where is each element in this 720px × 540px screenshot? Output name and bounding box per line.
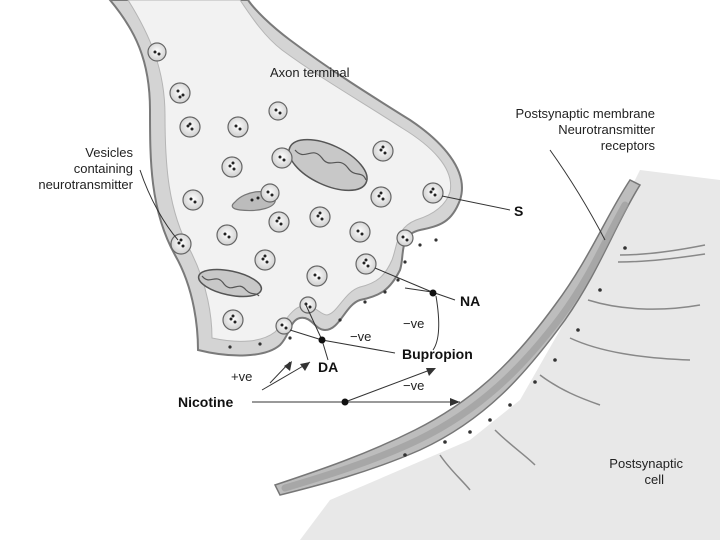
vesicle: [228, 117, 248, 137]
vesicle: [269, 102, 287, 120]
label-postsynaptic-cell-2: cell: [644, 472, 664, 487]
vesicle: [183, 190, 203, 210]
label-receptors: receptors: [601, 138, 656, 153]
label-nicotine: Nicotine: [178, 394, 233, 410]
vesicle: [170, 83, 190, 103]
vesicle: [356, 254, 376, 274]
label-postsynaptic-cell-1: Postsynaptic: [609, 456, 683, 471]
vesicle: [423, 183, 443, 203]
label-minus-ve-na: −ve: [403, 316, 424, 331]
label-da: DA: [318, 359, 338, 375]
label-neurotransmitter: Neurotransmitter: [558, 122, 655, 137]
vesicle: [272, 148, 292, 168]
label-minus-ve-da: −ve: [350, 329, 371, 344]
label-plus-ve: +ve: [231, 369, 252, 384]
label-vesicles-1: Vesicles: [85, 145, 133, 160]
vesicle: [171, 234, 191, 254]
label-minus-ve-nicotine: −ve: [403, 378, 424, 393]
vesicle: [261, 184, 279, 202]
vesicle: [307, 266, 327, 286]
vesicle: [371, 187, 391, 207]
label-vesicles-3: neurotransmitter: [38, 177, 133, 192]
label-s: S: [514, 203, 523, 219]
leader-bupropion-to-na: [433, 296, 439, 350]
vesicle: [217, 225, 237, 245]
leader-receptors: [550, 150, 605, 240]
vesicle: [223, 310, 243, 330]
label-vesicles-2: containing: [74, 161, 133, 176]
vesicle: [148, 43, 166, 61]
label-axon-terminal: Axon terminal: [270, 65, 350, 80]
label-postsynaptic-membrane: Postsynaptic membrane: [516, 106, 655, 121]
leader-da-2: [290, 330, 322, 340]
vesicle: [373, 141, 393, 161]
vesicle: [350, 222, 370, 242]
label-bupropion: Bupropion: [402, 346, 473, 362]
vesicle: [397, 230, 413, 246]
vesicle: [269, 212, 289, 232]
vesicle: [276, 318, 292, 334]
arrowheads: [284, 361, 460, 406]
vesicle: [310, 207, 330, 227]
vesicle: [180, 117, 200, 137]
vesicle: [222, 157, 242, 177]
label-na: NA: [460, 293, 480, 309]
vesicle: [255, 250, 275, 270]
